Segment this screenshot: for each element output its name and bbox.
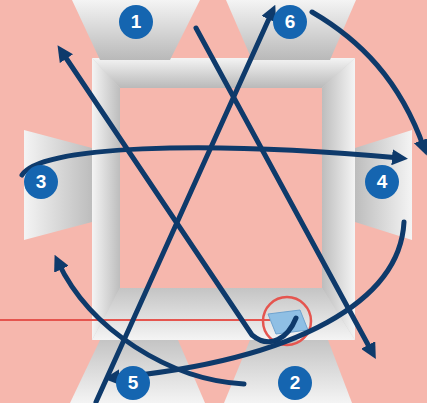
frame-right	[322, 58, 355, 340]
callout-number: 5	[128, 372, 139, 394]
beam-path	[312, 12, 424, 148]
callout-number: 3	[36, 171, 47, 193]
crystal-highlight	[263, 297, 311, 345]
beam-path	[112, 222, 404, 378]
mirror-3	[24, 130, 92, 240]
callout-number: 1	[131, 11, 142, 33]
callout-number: 6	[285, 11, 296, 33]
callout-circle: 5	[116, 366, 150, 400]
mirror-2	[224, 340, 352, 403]
callout-circle: 3	[24, 165, 58, 199]
callout-number: 2	[290, 372, 301, 394]
callout-circle: 1	[119, 5, 153, 39]
callout-number: 4	[377, 171, 388, 193]
beam-path	[196, 28, 372, 352]
callout-circle: 6	[273, 5, 307, 39]
callout-circle: 4	[365, 165, 399, 199]
beam-path	[62, 52, 296, 342]
callout-circle: 2	[278, 366, 312, 400]
beam-path	[58, 262, 244, 384]
frame	[92, 58, 355, 340]
beam-path	[22, 148, 400, 175]
beam-path	[96, 12, 272, 402]
mirror-1	[72, 0, 200, 60]
